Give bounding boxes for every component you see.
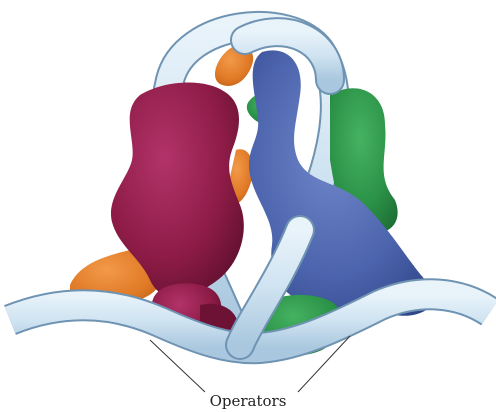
operators-label: Operators	[210, 392, 287, 410]
